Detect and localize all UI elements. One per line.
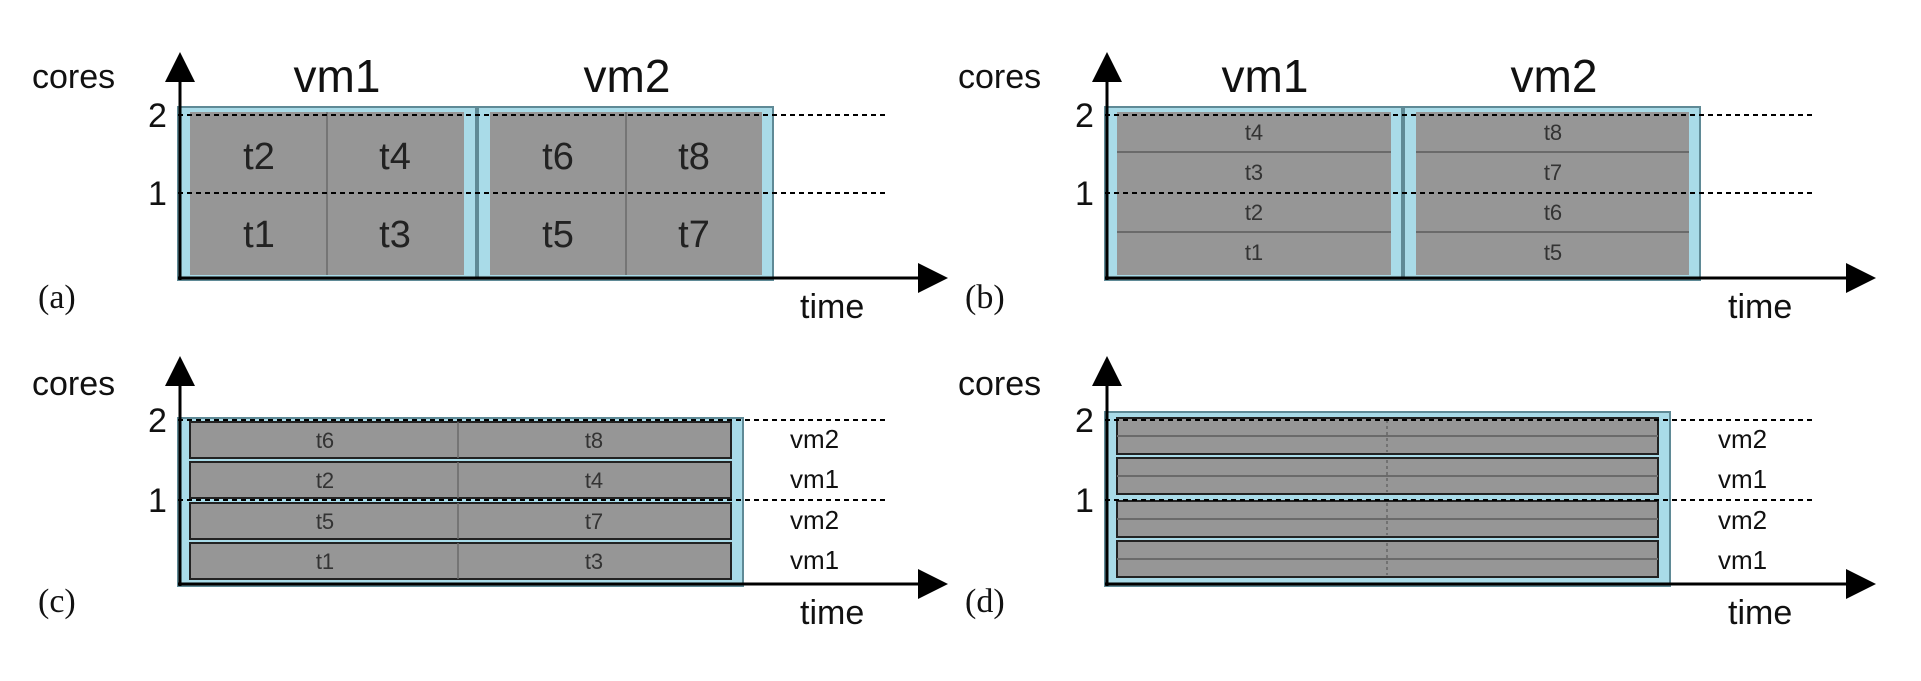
vm-box-vm2-a	[477, 106, 774, 281]
task-label: t8	[678, 136, 710, 178]
panel-label: (d)	[965, 583, 1005, 620]
panel-d: cores time 1 2 (d) vm2 vm1 vm2 vm1	[958, 356, 1876, 632]
task-label: t2	[243, 136, 275, 178]
vm-title: vm1	[294, 50, 381, 102]
task-label: t3	[585, 549, 603, 574]
task-label: t5	[316, 509, 334, 534]
tick-2: 2	[148, 97, 167, 135]
tick-2: 2	[148, 402, 167, 440]
task-label: t2	[1245, 200, 1263, 225]
task-label: t5	[1544, 240, 1562, 265]
vm-row-d	[1116, 540, 1659, 578]
vm-row-c	[189, 502, 732, 540]
vm-row-c	[189, 461, 732, 499]
vm-box-vm2-b	[1403, 106, 1701, 281]
y-axis-title: cores	[32, 58, 115, 96]
vm-row-d	[1116, 417, 1659, 455]
vm-box-vm1-a	[177, 106, 477, 281]
task-label: t4	[1245, 120, 1263, 145]
panel-label: (c)	[38, 583, 76, 620]
vm-row-label: vm1	[1718, 464, 1767, 494]
panel-c: cores time 1 2 (c) t6 t8 t2 t4 t5 t7 t1 …	[32, 356, 948, 632]
tick-1: 1	[148, 175, 167, 213]
vm-row-label: vm1	[790, 464, 839, 494]
vm-row-label: vm2	[1718, 424, 1767, 454]
task-label: t6	[1544, 200, 1562, 225]
task-label: t7	[1544, 160, 1562, 185]
vm-row-c	[189, 542, 732, 580]
panel-label: (a)	[38, 279, 76, 316]
vm-row-d	[1116, 457, 1659, 495]
x-axis-title: time	[800, 288, 864, 326]
task-label: t2	[316, 468, 334, 493]
task-label: t7	[585, 509, 603, 534]
vm-title: vm1	[1222, 50, 1309, 102]
task-label: t6	[542, 136, 574, 178]
vm-row-c	[189, 421, 732, 459]
panel-b: cores time 1 2 (b) vm1 vm2 t4 t3 t2 t1 t…	[958, 50, 1876, 326]
task-label: t4	[585, 468, 603, 493]
vm-row-label: vm1	[1718, 545, 1767, 575]
tick-1: 1	[148, 482, 167, 520]
tick-2: 2	[1075, 402, 1094, 440]
y-axis-title: cores	[32, 365, 115, 403]
vm-row-label: vm2	[1718, 505, 1767, 535]
x-axis-title: time	[1728, 288, 1792, 326]
vm-row-label: vm2	[790, 424, 839, 454]
vm-row-d	[1116, 500, 1659, 538]
task-label: t1	[316, 549, 334, 574]
task-label: t5	[542, 214, 574, 256]
vm-title: vm2	[1511, 50, 1598, 102]
tick-1: 1	[1075, 175, 1094, 213]
panel-a: cores time 1 2 (a) vm1 vm2 t2 t4 t1 t3 t…	[32, 50, 948, 326]
task-label: t3	[379, 214, 411, 256]
vm-row-label: vm1	[790, 545, 839, 575]
task-label: t6	[316, 428, 334, 453]
x-axis-title: time	[1728, 594, 1792, 632]
tick-1: 1	[1075, 482, 1094, 520]
task-label: t7	[678, 214, 710, 256]
x-axis-title: time	[800, 594, 864, 632]
task-label: t8	[1544, 120, 1562, 145]
y-axis-title: cores	[958, 365, 1041, 403]
vm-title: vm2	[584, 50, 671, 102]
panel-label: (b)	[965, 279, 1005, 316]
task-label: t1	[243, 214, 275, 256]
task-label: t1	[1245, 240, 1263, 265]
task-label: t3	[1245, 160, 1263, 185]
task-label: t8	[585, 428, 603, 453]
vm-row-label: vm2	[790, 505, 839, 535]
y-axis-title: cores	[958, 58, 1041, 96]
tick-2: 2	[1075, 97, 1094, 135]
task-label: t4	[379, 136, 411, 178]
